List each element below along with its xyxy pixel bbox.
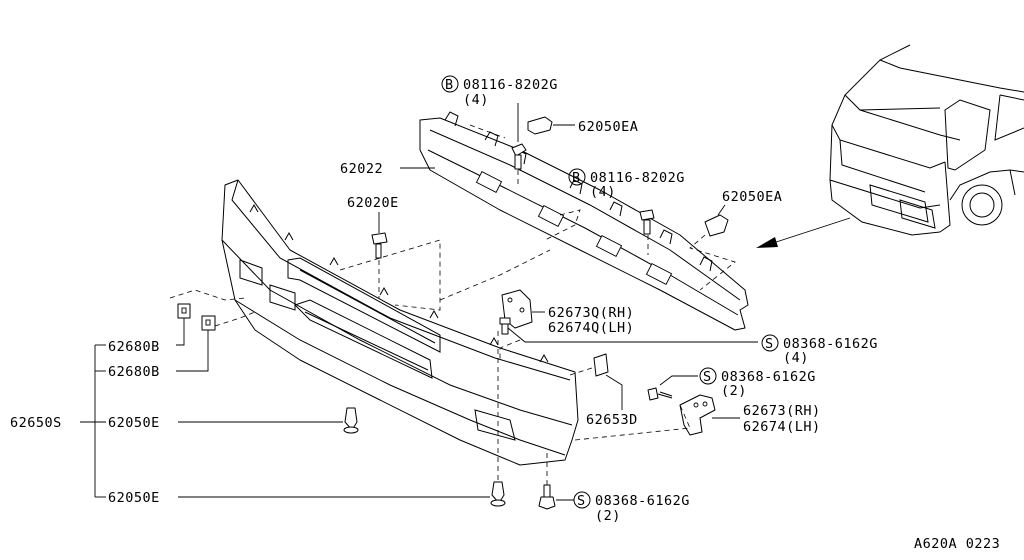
label-bolt-mid-part: 08116-8202G bbox=[590, 170, 685, 186]
clip-icon bbox=[343, 407, 359, 434]
screw-icon bbox=[371, 232, 388, 259]
label-screw-c-qty: (2) bbox=[595, 508, 621, 524]
screw-a-prefix: S bbox=[765, 336, 774, 352]
label-bolt-top-qty: (4) bbox=[463, 92, 489, 108]
bolt-icon bbox=[511, 143, 527, 170]
clip-icon bbox=[490, 481, 506, 507]
screw-c-prefix: S bbox=[577, 493, 586, 509]
label-clip-b2: 62680B bbox=[108, 364, 160, 380]
bolt-mid-prefix: B bbox=[572, 170, 581, 186]
vehicle-illustration bbox=[829, 44, 1024, 236]
label-bumper-assy: 62650S bbox=[10, 415, 62, 431]
label-bracket-rh: 62673Q(RH) bbox=[548, 305, 634, 321]
label-62653d: 62653D bbox=[586, 412, 638, 428]
label-screw-a-qty: (4) bbox=[783, 350, 809, 366]
bolt-icon bbox=[499, 317, 511, 335]
screw-icon bbox=[647, 387, 673, 401]
label-bracket2-lh: 62674(LH) bbox=[743, 419, 821, 435]
label-bracket2-rh: 62673(RH) bbox=[743, 403, 821, 419]
label-bolt-top-part: 08116-8202G bbox=[463, 77, 558, 93]
screw-b-prefix: S bbox=[703, 369, 712, 385]
label-bracket-lh: 62674Q(LH) bbox=[548, 320, 634, 336]
label-clip-e1: 62050E bbox=[108, 415, 160, 431]
label-bolt-mid-qty: (4) bbox=[590, 184, 616, 200]
label-clip-top: 62050EA bbox=[578, 119, 638, 135]
label-screw-c-part: 08368-6162G bbox=[595, 493, 690, 509]
label-screw-a-part: 08368-6162G bbox=[783, 336, 878, 352]
screw-icon bbox=[538, 484, 556, 510]
bolt-top-prefix: B bbox=[445, 77, 454, 93]
clip-icon bbox=[201, 315, 216, 331]
clip-icon bbox=[177, 303, 191, 319]
label-clip-e2: 62050E bbox=[108, 490, 160, 506]
bolt-icon bbox=[639, 209, 655, 235]
clip-icon bbox=[704, 214, 729, 237]
bumper-reinforcement bbox=[419, 111, 749, 331]
retainer-icon bbox=[593, 353, 609, 377]
label-screw-b-part: 08368-6162G bbox=[721, 369, 816, 385]
label-clip-right: 62050EA bbox=[722, 189, 782, 205]
diagram-code: A620A 0223 bbox=[914, 536, 1000, 552]
front-bumper-fascia bbox=[221, 179, 579, 466]
label-62022: 62022 bbox=[340, 161, 383, 177]
label-62020e: 62020E bbox=[347, 195, 399, 211]
side-bracket bbox=[679, 394, 716, 436]
clip-icon bbox=[527, 116, 553, 135]
label-clip-b1: 62680B bbox=[108, 339, 160, 355]
label-screw-b-qty: (2) bbox=[721, 383, 747, 399]
direction-arrow bbox=[756, 217, 851, 248]
